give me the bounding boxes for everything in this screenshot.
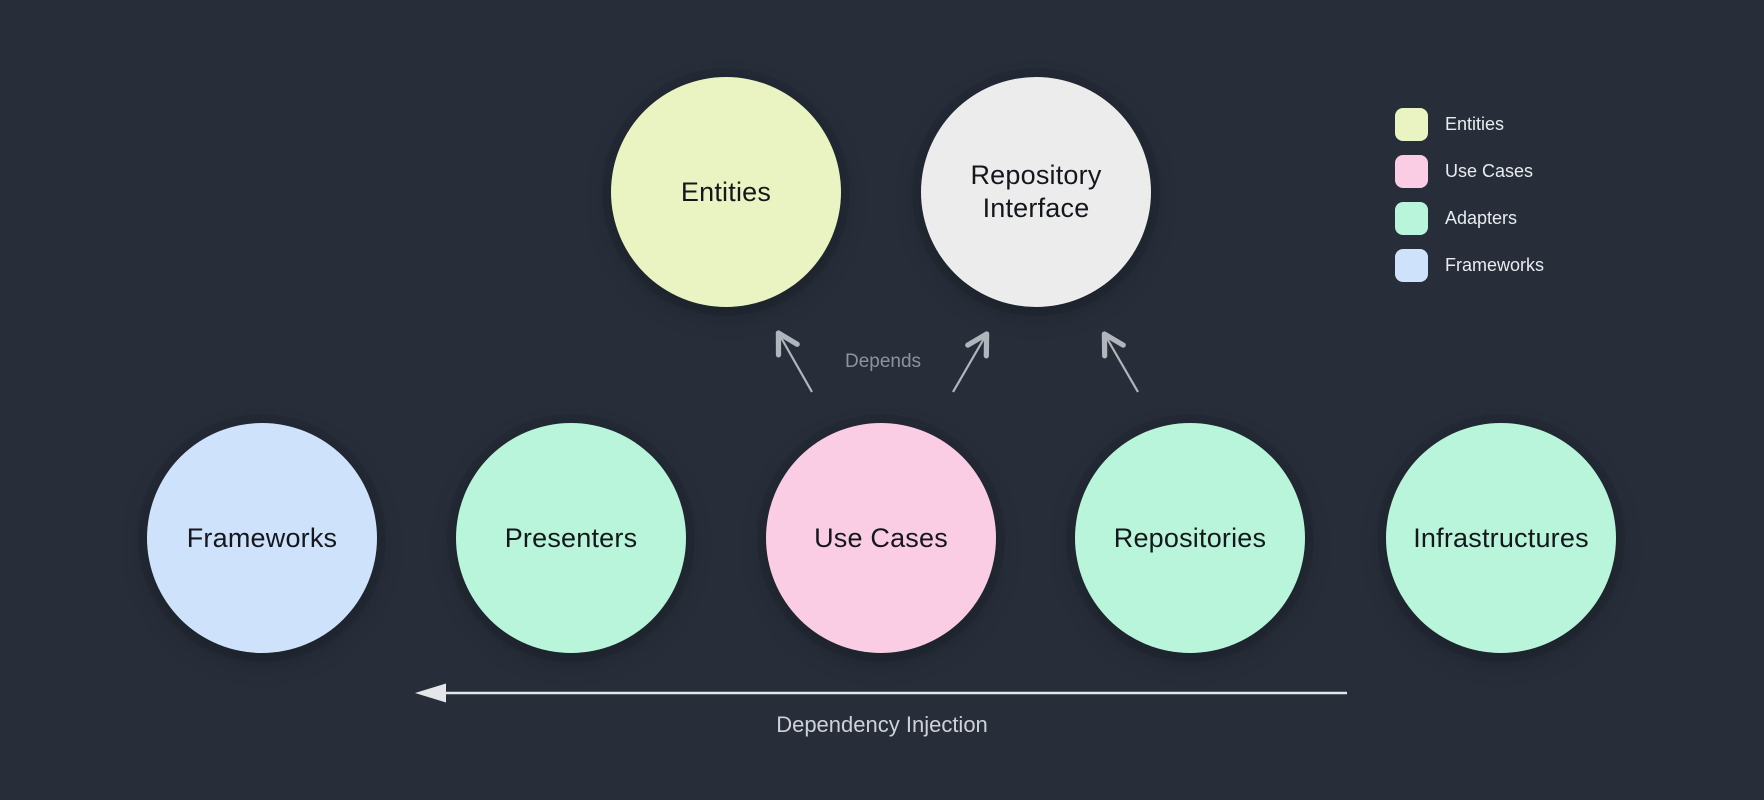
node-frameworks[interactable]: Frameworks <box>147 423 377 653</box>
legend-item-entities: Entities <box>1395 108 1544 141</box>
legend-item-use-cases: Use Cases <box>1395 155 1544 188</box>
node-repository-interface-label: Repository Interface <box>970 160 1102 223</box>
depends-arrow-usecases-entities <box>775 330 813 393</box>
legend-item-adapters: Adapters <box>1395 202 1544 235</box>
legend-item-frameworks: Frameworks <box>1395 249 1544 282</box>
frameworks-color-swatch <box>1395 249 1428 282</box>
dependency-injection-annotation: Dependency Injection <box>776 712 988 737</box>
node-entities-label: Entities <box>680 176 772 207</box>
node-infrastructures-label: Infrastructures <box>1413 522 1589 553</box>
dependency-injection-arrowhead <box>415 683 446 703</box>
entities-color-swatch <box>1395 108 1428 141</box>
legend-use-cases-label: Use Cases <box>1445 161 1534 181</box>
node-entities[interactable]: Entities <box>611 77 841 307</box>
node-repository-interface[interactable]: Repository Interface <box>921 77 1151 307</box>
node-repositories-label: Repositories <box>1113 522 1267 553</box>
depends-arrow-repositories-repointerface <box>1101 331 1139 393</box>
use-cases-color-swatch <box>1395 155 1428 188</box>
node-use-cases[interactable]: Use Cases <box>766 423 996 653</box>
legend-entities-label: Entities <box>1445 114 1505 134</box>
depends-annotation: Depends <box>844 351 922 372</box>
legend-adapters-label: Adapters <box>1445 208 1518 228</box>
legend-frameworks-label: Frameworks <box>1445 255 1545 275</box>
depends-arrow-usecases-repointerface <box>952 331 990 393</box>
adapters-color-swatch <box>1395 202 1428 235</box>
node-presenters[interactable]: Presenters <box>456 423 686 653</box>
legend: Entities Use Cases Adapters Frameworks <box>1395 108 1544 282</box>
node-infrastructures[interactable]: Infrastructures <box>1386 423 1616 653</box>
node-frameworks-label: Frameworks <box>186 522 338 553</box>
node-presenters-label: Presenters <box>504 522 638 553</box>
node-repositories[interactable]: Repositories <box>1075 423 1305 653</box>
node-use-cases-label: Use Cases <box>814 522 948 553</box>
